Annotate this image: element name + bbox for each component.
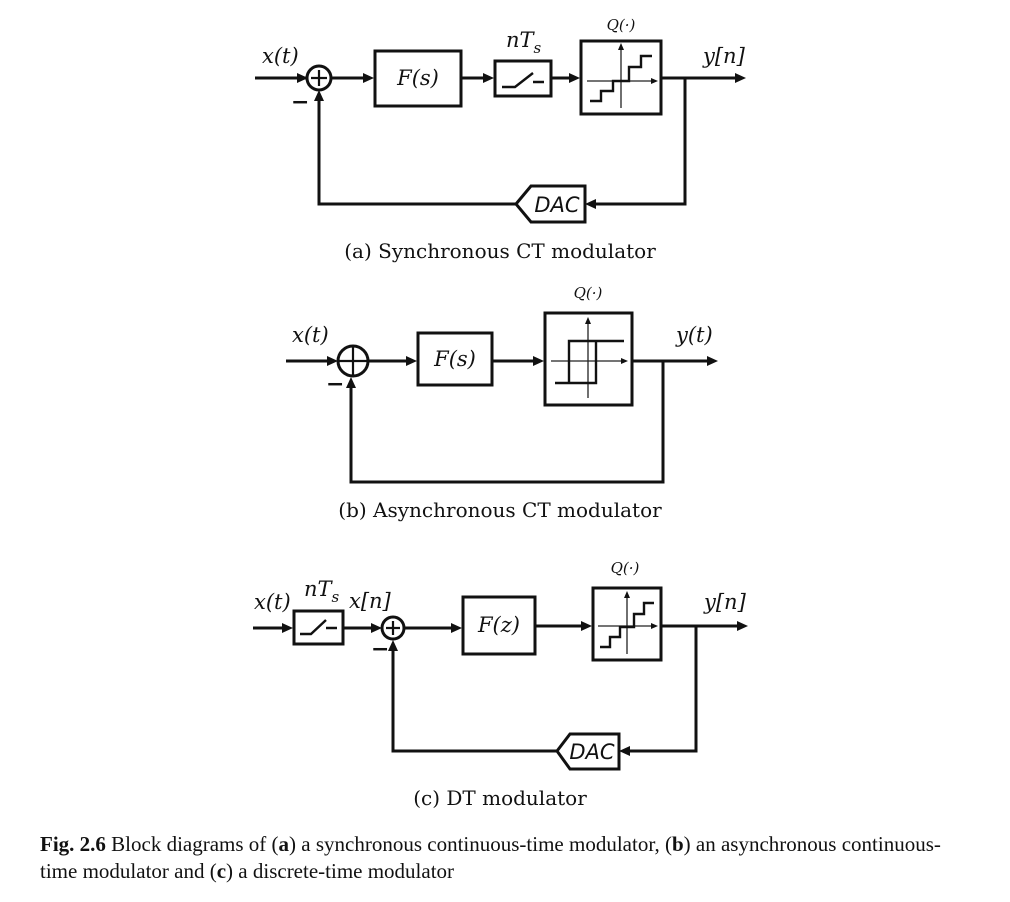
a-dac-label: DAC: [534, 193, 580, 217]
figure-number: Fig. 2.6: [40, 832, 106, 856]
b-output-label: y(t): [675, 323, 713, 347]
a-caption: (a) Synchronous CT modulator: [344, 239, 656, 263]
b-filter-label: F(s): [433, 347, 476, 371]
b-caption: (b) Asynchronous CT modulator: [338, 498, 662, 522]
c-dac-block: [555, 732, 621, 771]
b-quantizer-label: Q(·): [574, 284, 603, 302]
c-output-arrow: [737, 621, 748, 631]
a-sampler-block: [493, 59, 553, 98]
c-caption: (c) DT modulator: [413, 786, 587, 810]
a-plus-icon: [311, 70, 327, 86]
c-dac-label: DAC: [569, 740, 615, 764]
a-output-label: y[n]: [702, 44, 746, 68]
c-filter-block: [461, 595, 537, 656]
c-minus-sign: −: [371, 636, 389, 662]
c-sampler-label: nTs: [304, 577, 340, 606]
c-switch-icon: [300, 619, 337, 636]
a-input-arrow: [297, 73, 308, 83]
c-staircase-icon: [600, 601, 654, 649]
c-sampled-label: x[n]: [349, 589, 392, 613]
a-feedback-to-sum-wire: [317, 97, 516, 206]
diagram-b: − F(s) Q(·) x(t) y(t) (b) Asynchronous C…: [286, 284, 718, 522]
a-output-arrow: [735, 73, 746, 83]
c-feedback-to-sum-wire: [391, 647, 557, 753]
c-feedback-to-dac-wire: [626, 626, 698, 753]
b-plus-icon: [338, 346, 368, 376]
b-feedback-wire: [349, 361, 665, 484]
c-input-label: x(t): [254, 590, 291, 614]
b-minus-sign: −: [326, 371, 344, 397]
a-filter-block: [373, 49, 463, 108]
a-quantizer-label: Q(·): [607, 16, 636, 34]
b-output-arrow: [707, 356, 718, 366]
diagram-a: − F(s) nTs Q(·) DAC x(t) y[n] (a) Synchr…: [255, 16, 746, 263]
diagram-c: nTs − F(z) Q(·) DAC x(t) x[n] y[n] (c) D…: [253, 559, 748, 810]
b-input-label: x(t): [292, 323, 329, 347]
c-output-label: y[n]: [703, 590, 747, 614]
a-staircase-icon: [590, 54, 652, 103]
b-hysteresis-icon: [555, 339, 624, 385]
c-plus-icon: [386, 621, 400, 635]
c-quantizer-label: Q(·): [611, 559, 640, 577]
figure-caption: Fig. 2.6 Block diagrams of (a) a synchro…: [40, 832, 941, 883]
c-filter-label: F(z): [477, 613, 520, 637]
a-input-label: x(t): [262, 44, 299, 68]
b-quantizer-axes: [551, 320, 625, 398]
a-filter-label: F(s): [396, 66, 439, 90]
a-sampler-label: nTs: [506, 28, 542, 57]
a-feedback-to-dac-wire: [592, 78, 687, 206]
a-switch-icon: [502, 72, 544, 89]
a-minus-sign: −: [291, 89, 309, 115]
a-dac-block: [514, 184, 587, 224]
b-filter-block: [416, 331, 494, 387]
